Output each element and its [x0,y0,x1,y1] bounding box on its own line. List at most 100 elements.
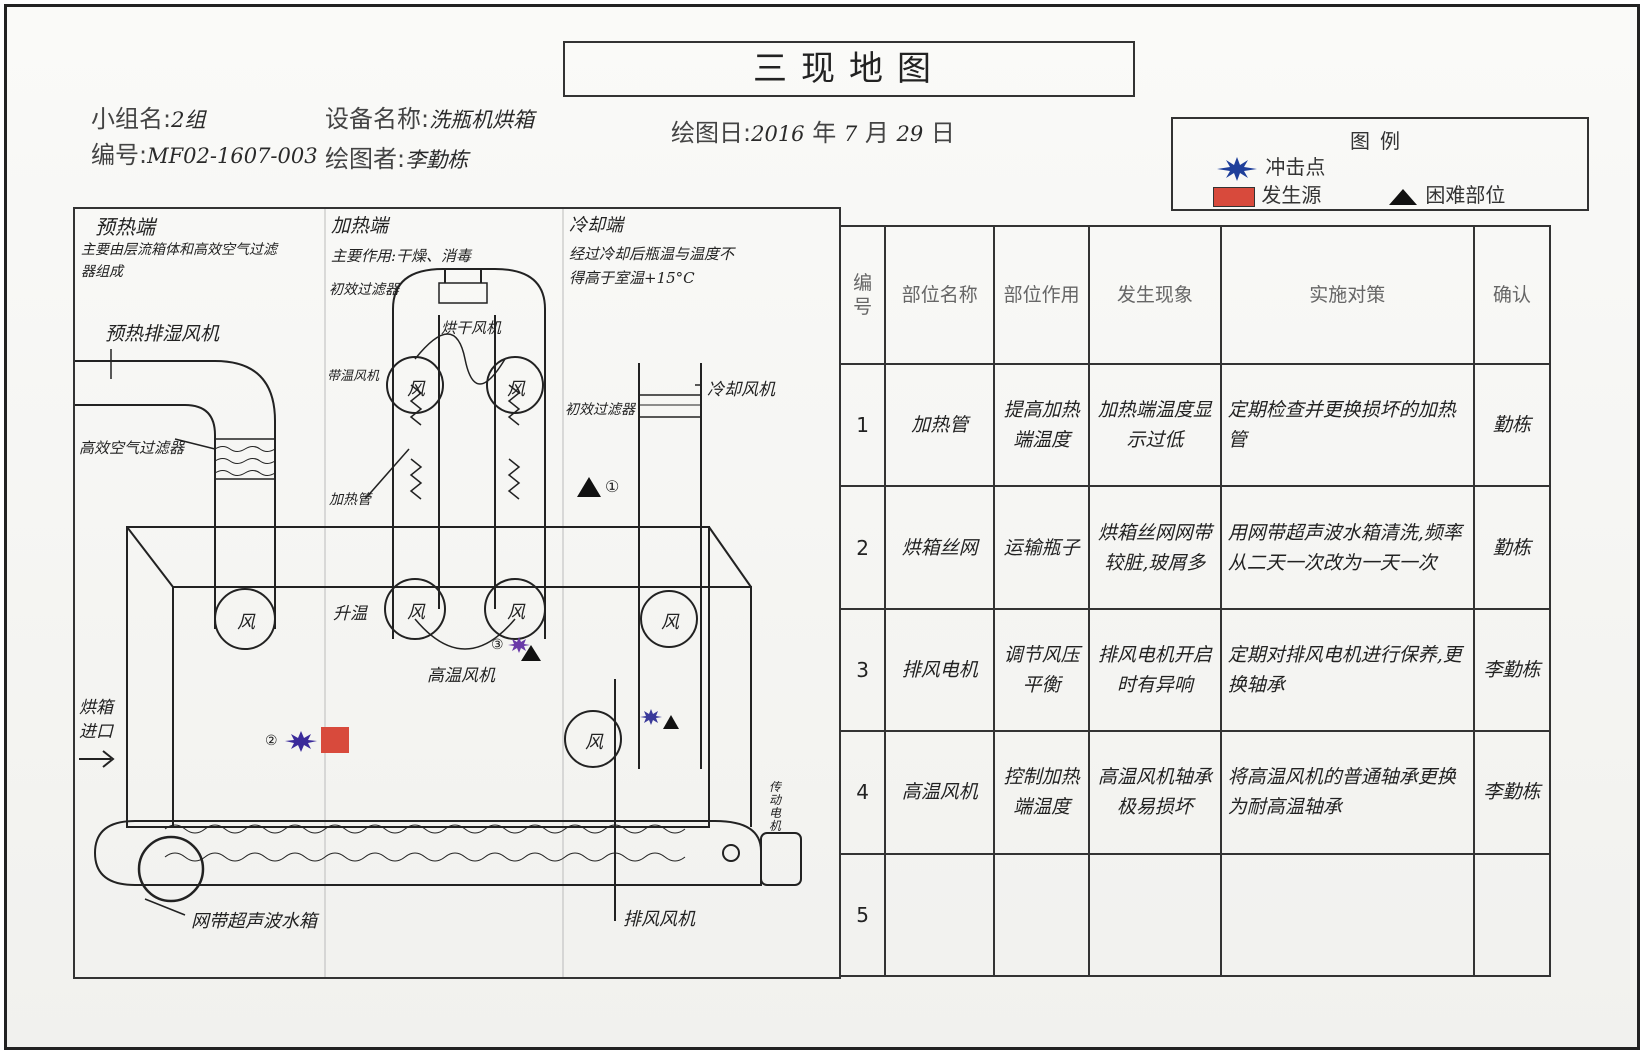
legend-impact: 冲击点 [1215,151,1325,182]
row-number: 2 [838,485,887,610]
fan-char: 风 [407,602,425,623]
tempering-fan-label: 带温风机 [327,369,380,384]
header-phenomenon: 发生现象 [1087,225,1222,365]
legend-title: 图例 [1350,129,1410,153]
preheat-title: 预热端 [95,215,155,239]
table-row: 5 [838,852,1552,978]
header-confirm: 确认 [1472,225,1552,365]
row-number: 1 [838,362,887,488]
preheat-desc-1: 主要由层流箱体和高效空气过滤 [81,242,277,258]
impact-marker-3 [508,637,530,653]
row-confirm: 勤栋 [1472,485,1552,610]
group-field: 小组名:2组 [91,99,205,134]
row-phenomenon: 排风电机开启时有异响 [1087,607,1222,733]
row-measure: 定期对排风电机进行保养,更换轴承 [1219,607,1475,733]
drive-motor-label: 传动电机 [769,780,782,833]
impact-marker-2 [285,731,317,752]
drawer-value: 李勤栋 [405,148,469,172]
header-part-role: 部位作用 [993,225,1090,365]
row-part-name [884,852,996,978]
legend-source-label: 发生源 [1261,183,1322,207]
legend-box: 图例 冲击点 发生源 困难部位 [1171,117,1589,211]
row-confirm: 李勤栋 [1472,730,1552,855]
row-phenomenon [1087,852,1222,978]
primary-filter-heat-label: 初效过滤器 [329,282,399,298]
countermeasure-table: 编号 部位名称 部位作用 发生现象 实施对策 确认 1 加热管 提高加热端温度 … [838,225,1552,978]
device-field: 设备名称:洗瓶机烘箱 [325,99,534,134]
group-label: 小组名: [91,105,172,133]
table-row: 3 排风电机 调节风压平衡 排风电机开启时有异响 定期对排风电机进行保养,更换轴… [838,607,1552,733]
diagram-drawing [75,209,802,977]
fan-char: 风 [507,602,525,623]
heat-desc: 主要作用:干燥、消毒 [331,247,472,265]
fan-char: 风 [237,612,255,633]
header-part-name: 部位名称 [884,225,996,365]
mark-2: ② [265,733,278,749]
table-header-row: 编号 部位名称 部位作用 发生现象 实施对策 确认 [838,225,1552,365]
mesh-belt-tank-label: 网带超声波水箱 [191,911,317,932]
paper-sheet: 三现地图 小组名:2组 编号:MF02-1607-003 设备名称:洗瓶机烘箱 … [7,7,1637,1047]
mark-3: ③ [491,637,504,653]
source-marker-2 [321,727,349,753]
equipment-diagram: 预热端 主要由层流箱体和高效空气过滤 器组成 加热端 主要作用:干燥、消毒 冷却… [73,207,841,979]
row-part-name: 排风电机 [884,607,996,733]
row-phenomenon: 高温风机轴承极易损坏 [1087,730,1222,855]
device-value: 洗瓶机烘箱 [429,108,535,132]
row-part-name: 加热管 [884,362,996,488]
header-measure: 实施对策 [1219,225,1475,365]
heater-pipe-label: 加热管 [329,492,371,508]
date-month: 7 [843,122,858,146]
heat-title: 加热端 [331,215,389,237]
high-temp-fan-label: 高温风机 [427,666,495,686]
fan-char: 风 [407,379,425,400]
date-field: 绘图日:2016 年 7 月 29 日 [671,113,955,148]
cool-desc-2: 得高于室温+15°C [569,269,695,287]
header-number: 编号 [838,225,887,365]
difficult-triangle-icon [1389,188,1417,205]
difficult-marker-motor [663,715,679,729]
number-value: MF02-1607-003 [147,144,318,168]
row-confirm [1472,852,1552,978]
hepa-filter-label: 高效空气过滤器 [79,439,185,457]
mark-1: ① [605,477,620,496]
number-field: 编号:MF02-1607-003 [91,135,318,170]
row-measure: 将高温风机的普通轴承更换为耐高温轴承 [1219,730,1475,855]
cool-title: 冷却端 [569,215,623,236]
fan-char: 风 [507,379,525,400]
fan-char: 风 [661,612,679,633]
page-title: 三现地图 [563,41,1135,97]
legend-difficult: 困难部位 [1387,179,1505,208]
table-row: 4 高温风机 控制加热端温度 高温风机轴承极易损坏 将高温风机的普通轴承更换为耐… [838,730,1552,855]
date-label: 绘图日: [671,119,752,147]
oven-inlet-label-2: 进口 [79,722,113,742]
row-phenomenon: 烘箱丝网网带较脏,玻屑多 [1087,485,1222,610]
row-measure: 用网带超声波水箱清洗,频率从二天一次改为一天一次 [1219,485,1475,610]
oven-inlet-label-1: 烘箱 [79,698,113,718]
impact-marker-motor [640,709,662,725]
row-part-role: 调节风压平衡 [993,607,1090,733]
exhaust-fan-label: 排风风机 [623,909,695,930]
number-label: 编号: [91,141,148,169]
legend-source: 发生源 [1213,179,1321,208]
difficult-marker-3 [521,645,541,661]
legend-impact-label: 冲击点 [1265,155,1326,179]
row-part-name: 烘箱丝网 [884,485,996,610]
row-part-role: 提高加热端温度 [993,362,1090,488]
primary-filter-cool-label: 初效过滤器 [565,402,635,418]
source-square-icon [1213,186,1255,207]
row-measure: 定期检查并更换损坏的加热管 [1219,362,1475,488]
difficult-marker-1 [577,477,601,497]
fan-char: 风 [585,732,603,753]
date-year-unit: 年 [812,119,837,147]
row-part-role: 运输瓶子 [993,485,1090,610]
dry-fan-label: 烘干风机 [441,319,502,337]
device-label: 设备名称: [325,105,430,133]
table-row: 1 加热管 提高加热端温度 加热端温度显示过低 定期检查并更换损坏的加热管 勤栋 [838,362,1552,488]
legend-difficult-label: 困难部位 [1425,183,1506,207]
row-part-role: 控制加热端温度 [993,730,1090,855]
drawer-label: 绘图者: [325,145,406,173]
impact-star-icon [1217,156,1257,181]
photo-frame: 三现地图 小组名:2组 编号:MF02-1607-003 设备名称:洗瓶机烘箱 … [4,4,1640,1050]
row-confirm: 勤栋 [1472,362,1552,488]
row-number: 3 [838,607,887,733]
